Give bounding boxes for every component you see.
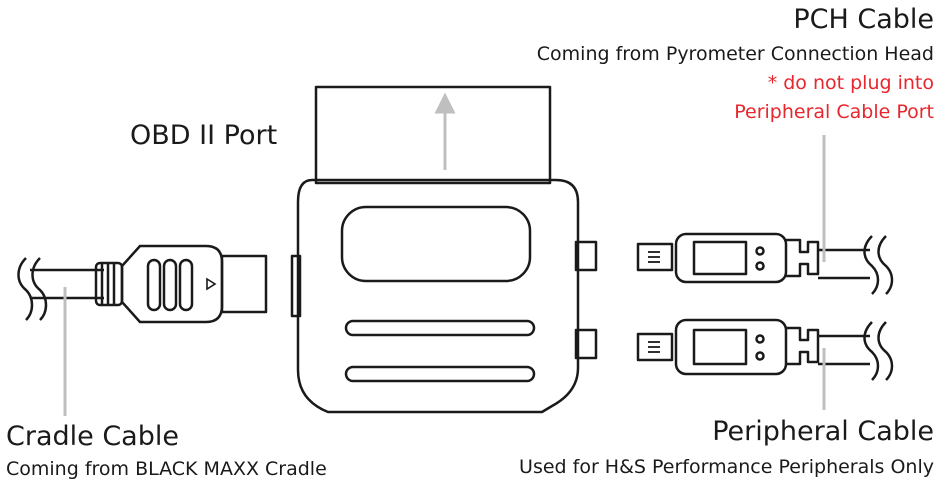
pch-warning-line1: * do not plug into [767,72,934,94]
cradle-break-1 [17,257,34,321]
pch-plug-window [692,240,748,276]
pch-cable-title: PCH Cable [793,4,934,35]
hub-right-tab-1 [574,240,598,272]
pch-collar [786,238,820,278]
cradle-break-2 [31,257,48,321]
periph-plug-body [674,318,788,376]
hub-left-tab [290,254,302,318]
cradle-plug-tip [220,254,268,314]
hub-slot-1 [344,319,536,337]
cradle-cable-title: Cradle Cable [6,421,179,452]
periph-break-2 [877,321,894,381]
periph-break-1 [863,321,880,381]
hub-window [340,205,532,283]
hub-right-tab-2 [574,328,598,360]
obd-plug [314,85,552,185]
hub-slot-2 [344,365,536,383]
peripheral-cable-subtitle: Used for H&S Performance Peripherals Onl… [519,456,934,478]
cradle-grip-1 [146,258,162,312]
pch-break-2 [877,235,894,295]
cradle-grip-3 [178,258,194,312]
pch-warning-line2: Peripheral Cable Port [734,101,934,123]
pch-tip [636,242,674,272]
cradle-grip-2 [162,258,178,312]
cradle-triangle [206,277,217,291]
pch-break-1 [863,235,880,295]
pch-plug-body [674,232,788,284]
pch-cable-subtitle: Coming from Pyrometer Connection Head [536,43,934,65]
periph-plug-window [692,328,748,366]
periph-collar [786,326,820,366]
periph-tip [636,332,674,362]
peripheral-cable-title: Peripheral Cable [712,416,934,447]
cradle-cable-subtitle: Coming from BLACK MAXX Cradle [6,458,327,480]
hub-body [296,178,580,414]
obd-port-label: OBD II Port [130,120,278,151]
